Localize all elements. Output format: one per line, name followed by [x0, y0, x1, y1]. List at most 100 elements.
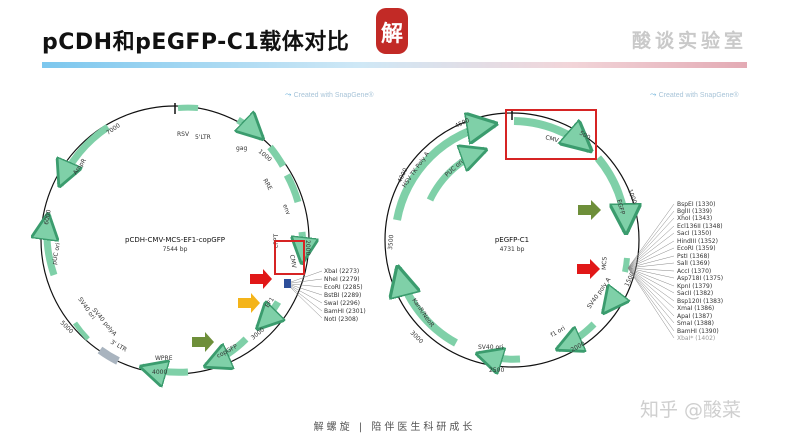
left-feature-ampr: [60, 124, 110, 185]
left-feature-copgfp: [206, 336, 249, 366]
right-feature-sv40polya: [604, 293, 616, 312]
left-green-arrow: [192, 332, 214, 352]
left-red-arrow: [250, 269, 272, 289]
snapgene-icon: ⤳: [650, 90, 659, 99]
right-site-asp718i: Asp718I (1375): [677, 275, 723, 282]
right-site-bsp120i: Bsp120I (1383): [677, 298, 723, 305]
right-feature-egfp: [594, 155, 626, 232]
right-tick-2500: 2500: [489, 367, 504, 374]
right-feature-hsvtk: [393, 124, 495, 221]
right-site-hindiii: HindIII (1352): [677, 238, 718, 245]
snapgene-icon: ⤳: [285, 90, 294, 99]
right-site-xbai: XbaI* (1402): [677, 335, 715, 342]
left-label-gag: gag: [236, 145, 247, 152]
right-site-apai: ApaI (1387): [677, 313, 712, 320]
left-feature-cmv: [302, 231, 303, 262]
right-label-puc-ori: PUC ori: [444, 158, 465, 178]
right-tick-3000: 3000: [409, 329, 425, 345]
slide-title: pCDH和pEGFP-C1载体对比: [42, 30, 350, 55]
right-label-sv40ori: SV40 ori: [478, 344, 504, 351]
left-site-bamhi: BamHI (2301): [324, 308, 366, 315]
left-site-bstbi: BstBI (2289): [324, 292, 361, 299]
seal-glyph: 解: [380, 21, 403, 47]
left-feature-sv40: [72, 321, 90, 341]
left-tick-2000: 2000: [304, 240, 311, 255]
right-site-smai: SmaI (1388): [677, 320, 714, 327]
left-tick-6000: 6000: [43, 209, 53, 225]
right-tick-3500: 3500: [387, 234, 395, 250]
right-site-ecl136ii: Ecl136II (1348): [677, 223, 723, 230]
right-site-bamhi: BamHI (1390): [677, 328, 719, 335]
left-cmv-highlight-box: [274, 240, 305, 275]
left-label-env: env: [281, 203, 292, 216]
brand-name: 酸谈实验室: [631, 30, 747, 52]
left-site-leader-lines: [290, 270, 323, 319]
right-feature-cmv: [513, 117, 590, 150]
right-feature-sv40ori: [478, 354, 521, 359]
right-site-sacii: SacII (1382): [677, 290, 713, 297]
left-mcs-block: [284, 279, 291, 288]
left-map-name: pCDH-CMV-MCS-EF1-copGFP: [125, 236, 225, 244]
right-label-egfp: EGFP: [615, 199, 626, 216]
right-tick-500: 500: [578, 130, 592, 142]
left-feature-rre: [267, 144, 287, 168]
right-label-f1ori: f1 ori: [550, 325, 567, 339]
right-feature-puc-ori: [426, 150, 485, 202]
right-plasmid-map: 500 1000 1500 2000 2500 3000 3500 4000 4…: [384, 109, 723, 374]
left-site-noti: NotI (2308): [324, 316, 358, 323]
right-site-ecori: EcoRI (1359): [677, 245, 716, 252]
left-feature-3ltr: [97, 346, 120, 365]
snapgene-credit-right: ⤳ Created with SnapGene®: [650, 90, 739, 100]
zhihu-watermark: 知乎 @酸菜: [640, 399, 742, 421]
snapgene-credit-left: ⤳ Created with SnapGene®: [285, 90, 374, 100]
left-label-rsv: RSV: [177, 131, 190, 138]
left-plasmid-map: 1000 2000 3000 4000 5000 6000 7000 RSV 5…: [41, 103, 366, 376]
left-feature-ef1: [258, 300, 278, 328]
right-site-bspei: BspEI (1330): [677, 201, 715, 208]
snapgene-credit-text: Created with SnapGene®: [658, 92, 739, 99]
right-green-arrow: [578, 200, 601, 220]
right-site-bglii: BglII (1339): [677, 208, 712, 215]
left-site-nhei: NheI (2279): [324, 276, 360, 283]
left-label-wpre: WPRE: [155, 355, 173, 362]
right-red-arrow: [577, 259, 600, 279]
left-label-5ltr: 5'LTR: [195, 134, 211, 141]
right-site-kpni: KpnI (1379): [677, 283, 712, 290]
left-yellow-arrow: [238, 293, 260, 313]
left-tick-4000: 4000: [152, 369, 167, 376]
right-site-acci: AccI (1370): [677, 268, 711, 275]
footer-slogan: 解螺旋 | 陪伴医生科研成长: [313, 422, 476, 433]
left-label-sv40polya: SV40 polyA: [90, 307, 118, 338]
right-tick-1000: 1000: [626, 188, 638, 205]
title-divider: [42, 62, 747, 68]
right-label-cmv: CMV: [544, 134, 560, 144]
right-site-sali: SalI (1369): [677, 260, 710, 267]
left-label-puc-ori: pUC ori: [51, 242, 62, 265]
left-tick-3000: 3000: [250, 326, 266, 341]
right-feature-mcs: [622, 257, 630, 273]
left-feature-wpre: [142, 367, 189, 372]
left-map-size: 7544 bp: [163, 246, 188, 253]
right-label-mcs: MCS: [601, 256, 608, 270]
right-site-xhoi: XhoI (1343): [677, 215, 712, 222]
right-cmv-highlight-box: [505, 109, 597, 160]
left-tick-5000: 5000: [59, 319, 75, 335]
right-label-kanr: KanR/NeoR: [410, 297, 435, 328]
left-site-ecori: EcoRI (2285): [324, 284, 363, 291]
right-site-leader-lines: [627, 203, 675, 339]
left-label-cmv: CMV: [288, 254, 297, 269]
left-feature-env: [283, 173, 302, 204]
left-site-xbai: XbaI (2273): [324, 268, 359, 275]
left-site-swai: SwaI (2296): [324, 300, 360, 307]
left-feature-puc-ori: [47, 215, 54, 277]
seal-logo: 解: [376, 8, 408, 54]
left-label-3ltr: 3' LTR: [109, 339, 128, 354]
right-map-name: pEGFP-C1: [495, 236, 529, 244]
right-site-psti: PstI (1368): [677, 253, 710, 260]
left-label-rre: RRE: [261, 178, 273, 192]
right-map-size: 4731 bp: [500, 246, 525, 253]
right-feature-kanr: [398, 268, 458, 347]
right-site-xmai: XmaI (1386): [677, 305, 714, 312]
left-feature-gag: [238, 120, 262, 138]
